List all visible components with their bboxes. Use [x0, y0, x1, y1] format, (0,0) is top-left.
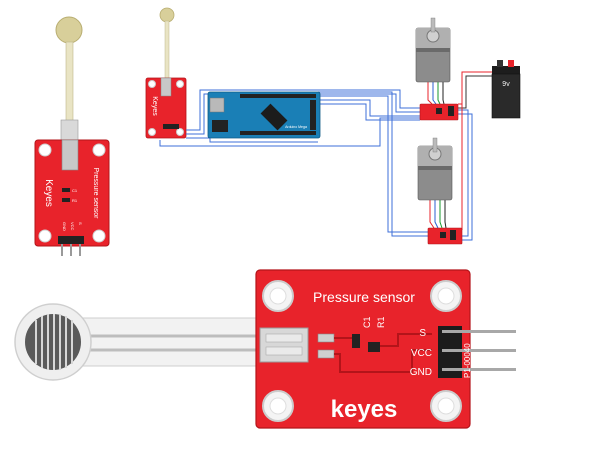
header-row — [240, 131, 316, 135]
large-module-brand: keyes — [331, 396, 398, 423]
mid-module-brand: Keyes — [151, 96, 158, 116]
large-pressure-sensor-module: Pressure sensor C1 R1 S VCC GND P1-00040… — [14, 269, 516, 429]
fsr-grid — [35, 314, 73, 370]
mid-pressure-sensor-module: Keyes — [145, 7, 187, 139]
small-pin-label-vcc: VCC — [70, 222, 75, 231]
small-pressure-sensor-module: Keyes Pressure sensor C1 R1 GND VCC S — [34, 16, 110, 256]
motor-cable — [444, 200, 447, 229]
mount-hole — [38, 229, 52, 243]
battery-wire-red — [458, 71, 500, 105]
wire — [186, 137, 318, 143]
mount-hole — [148, 80, 156, 88]
header-row — [310, 100, 316, 130]
large-pin-label-gnd: GND — [410, 367, 432, 378]
arduino-mega-board: Arduino Mega — [207, 91, 321, 139]
small-pin-label-gnd: GND — [62, 222, 67, 231]
large-pin-label-vcc: VCC — [411, 348, 432, 359]
motor-cable — [442, 82, 445, 105]
smd-component — [62, 198, 70, 202]
c1-component — [352, 334, 360, 348]
motor-cable — [427, 82, 433, 105]
small-fsr-film — [55, 16, 83, 151]
motor-cable — [437, 82, 441, 105]
motor-driver-bottom — [427, 227, 463, 245]
wire — [318, 99, 420, 117]
mount-hole — [148, 128, 156, 136]
small-module-title: Pressure sensor — [92, 168, 99, 220]
solder-pad — [317, 333, 335, 343]
header-row — [240, 94, 316, 98]
mount-hole — [38, 143, 52, 157]
fsr-connector — [61, 139, 79, 171]
wire — [186, 89, 420, 131]
motor-cable — [434, 200, 439, 229]
stepper-motor-top — [415, 17, 451, 83]
wire — [318, 95, 428, 233]
usb-port — [209, 97, 225, 113]
large-r1-label: R1 — [376, 316, 386, 328]
mid-header — [163, 124, 179, 129]
mount-hole — [92, 143, 106, 157]
r1-component — [368, 342, 380, 352]
wire — [318, 103, 420, 121]
small-c1-label: C1 — [72, 188, 78, 193]
wire — [318, 91, 428, 237]
fsr-connector-block — [259, 327, 309, 363]
motor-cable — [439, 200, 443, 229]
large-module-title: Pressure sensor — [313, 289, 415, 305]
small-module-brand: Keyes — [43, 179, 54, 207]
wire — [458, 109, 469, 237]
wiring — [159, 71, 500, 241]
small-pin-label-s: S — [78, 222, 83, 225]
stepper-motor-bottom — [417, 137, 453, 201]
battery-9v: 9v — [491, 60, 521, 119]
part-number: P1-00040 — [463, 343, 472, 378]
motor-driver-top — [419, 103, 459, 121]
large-c1-label: C1 — [362, 316, 372, 328]
large-header-pins — [438, 326, 516, 378]
wire — [159, 117, 420, 147]
large-fsr-sensor — [14, 303, 261, 381]
motor-cable — [429, 200, 435, 229]
mount-hole — [92, 229, 106, 243]
smd-component — [62, 188, 70, 192]
battery-label: 9v — [502, 81, 510, 88]
mid-fsr-film — [159, 7, 175, 82]
arduino-brand: Arduino Mega — [285, 125, 307, 129]
microcontroller-chip — [260, 103, 288, 131]
large-pin-label-s: S — [419, 328, 426, 339]
wire — [458, 113, 473, 241]
mount-hole — [176, 80, 184, 88]
small-header-pins — [58, 236, 84, 256]
mount-hole — [176, 128, 184, 136]
motor-cable — [432, 82, 437, 105]
solder-pad — [317, 349, 335, 359]
small-r1-label: R1 — [72, 198, 78, 203]
power-jack — [212, 120, 228, 132]
